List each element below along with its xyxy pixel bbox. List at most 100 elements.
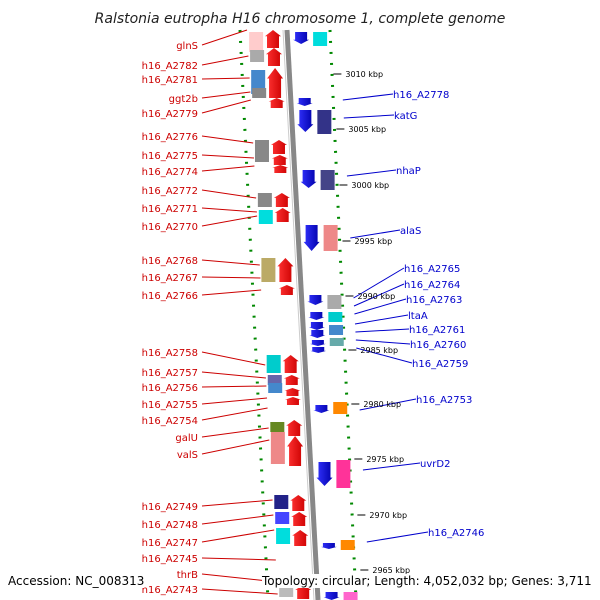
gene-arrow-forward xyxy=(286,420,303,436)
left-leader-line xyxy=(201,55,249,66)
right-leader-line xyxy=(354,298,407,315)
left-gene-label: h16_A2771 xyxy=(142,204,198,215)
gene-block-forward xyxy=(250,50,265,62)
gene-block-forward xyxy=(261,258,276,282)
right-leader-line xyxy=(366,531,429,543)
gene-arrow-reverse xyxy=(309,330,326,338)
left-gene-label: valS xyxy=(177,450,198,461)
gene-arrow-forward xyxy=(291,512,308,526)
gene-block-forward xyxy=(249,32,264,52)
gene-arrow-forward xyxy=(274,208,291,222)
right-leader-line xyxy=(362,462,421,471)
gene-arrow-forward xyxy=(278,285,295,295)
gene-block-forward xyxy=(274,495,289,509)
left-leader-line xyxy=(201,385,267,388)
left-leader-line xyxy=(201,289,262,296)
gene-arrow-reverse xyxy=(323,592,340,600)
left-leader-line xyxy=(201,77,250,80)
gene-arrow-reverse xyxy=(293,32,310,44)
gene-block-reverse xyxy=(317,110,332,134)
left-leader-line xyxy=(201,371,266,379)
gene-arrow-reverse xyxy=(296,98,313,106)
right-leader-line xyxy=(346,169,397,177)
right-gene-label: h16_A2765 xyxy=(404,264,460,275)
gene-block-forward xyxy=(270,422,285,432)
gene-block-forward xyxy=(276,528,291,544)
gene-block-reverse xyxy=(333,402,348,414)
left-leader-line xyxy=(201,588,278,595)
gene-block-forward xyxy=(258,210,273,224)
left-leader-line xyxy=(201,91,251,99)
gene-arrow-forward xyxy=(272,165,289,173)
gene-arrow-reverse xyxy=(300,170,317,188)
right-leader-line xyxy=(354,314,409,325)
left-gene-label: h16_A2756 xyxy=(142,383,198,394)
left-gene-label: glnS xyxy=(176,41,198,52)
gene-arrow-reverse xyxy=(307,295,324,305)
left-gene-label: h16_A2770 xyxy=(142,222,198,233)
gene-arrow-reverse xyxy=(308,312,325,320)
gene-block-reverse xyxy=(329,325,344,335)
gene-arrow-reverse xyxy=(313,405,330,413)
left-leader-line xyxy=(201,29,248,46)
left-gene-label: galU xyxy=(175,433,198,444)
left-gene-label: h16_A2767 xyxy=(142,273,198,284)
gene-arrow-reverse xyxy=(303,225,320,251)
left-leader-line xyxy=(201,529,275,543)
left-leader-line xyxy=(201,514,274,525)
right-gene-label: nhaP xyxy=(396,166,421,177)
kbp-tick-label: 3005 kbp xyxy=(348,125,386,134)
gene-arrow-forward xyxy=(268,98,285,108)
gene-arrow-forward xyxy=(271,155,288,165)
kbp-tick-label: 2995 kbp xyxy=(354,237,392,246)
left-leader-line xyxy=(201,557,276,561)
gene-arrow-forward xyxy=(265,30,281,48)
kbp-tick-label: 2970 kbp xyxy=(369,511,407,520)
right-leader-line xyxy=(353,267,405,299)
gene-block-forward xyxy=(275,512,290,524)
left-gene-label: h16_A2757 xyxy=(142,368,198,379)
right-gene-label: h16_A2763 xyxy=(406,295,462,306)
right-gene-label: h16_A2778 xyxy=(393,90,449,101)
left-gene-label: ggt2b xyxy=(169,94,198,105)
gene-block-reverse xyxy=(340,540,355,550)
left-gene-label: thrB xyxy=(177,570,198,581)
gene-arrow-forward xyxy=(282,355,299,373)
left-gene-label: h16_A2754 xyxy=(142,416,198,427)
left-leader-line xyxy=(201,499,273,507)
left-leader-line xyxy=(201,407,268,421)
gene-block-reverse xyxy=(343,592,358,600)
gene-block-reverse xyxy=(320,170,335,190)
gene-block-forward xyxy=(270,432,285,464)
left-gene-label: h16_A2745 xyxy=(142,554,198,565)
left-gene-label: h16_A2779 xyxy=(142,109,198,120)
right-gene-label: alaS xyxy=(400,226,421,237)
chromosome-backbone xyxy=(284,29,321,600)
gene-arrow-forward xyxy=(265,48,282,66)
left-leader-line xyxy=(201,439,270,455)
gene-block-forward xyxy=(257,193,272,207)
kbp-tick-label: 2985 kbp xyxy=(360,346,398,355)
left-leader-line xyxy=(201,135,254,144)
gene-block-forward xyxy=(279,585,294,597)
left-gene-label: h16_A2748 xyxy=(142,520,198,531)
left-leader-line xyxy=(201,427,269,438)
gene-arrow-forward xyxy=(284,388,301,396)
gene-block-reverse xyxy=(328,312,343,322)
right-gene-label: uvrD2 xyxy=(420,459,450,470)
map-title: Ralstonia eutropha H16 chromosome 1, com… xyxy=(95,11,506,27)
gene-arrow-reverse xyxy=(316,462,333,486)
left-gene-label: h16_A2766 xyxy=(142,291,198,302)
left-gene-label: h16_A2774 xyxy=(142,167,198,178)
left-leader-line xyxy=(201,276,261,279)
right-leader-line xyxy=(355,328,410,333)
right-leader-line xyxy=(342,93,394,101)
gene-block-reverse xyxy=(323,225,338,251)
right-leader-line xyxy=(355,339,411,345)
left-gene-label: h16_A2781 xyxy=(142,75,198,86)
gene-block-forward xyxy=(266,355,281,373)
gene-arrow-forward xyxy=(277,258,294,282)
right-gene-label: katG xyxy=(394,111,417,122)
left-gene-label: h16_A2768 xyxy=(142,256,198,267)
